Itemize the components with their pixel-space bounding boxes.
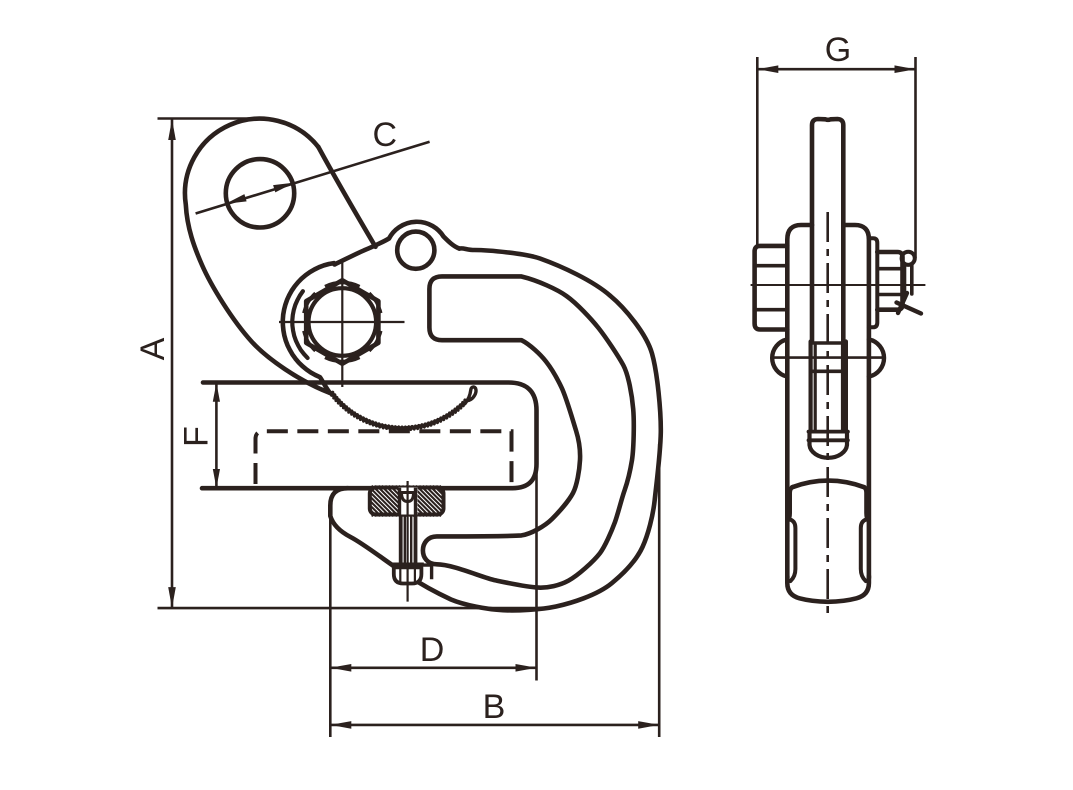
svg-text:D: D (420, 631, 445, 669)
svg-text:C: C (373, 116, 398, 154)
svg-text:F: F (178, 426, 216, 447)
svg-text:A: A (134, 337, 172, 360)
svg-text:B: B (483, 688, 506, 726)
svg-text:G: G (825, 31, 851, 69)
